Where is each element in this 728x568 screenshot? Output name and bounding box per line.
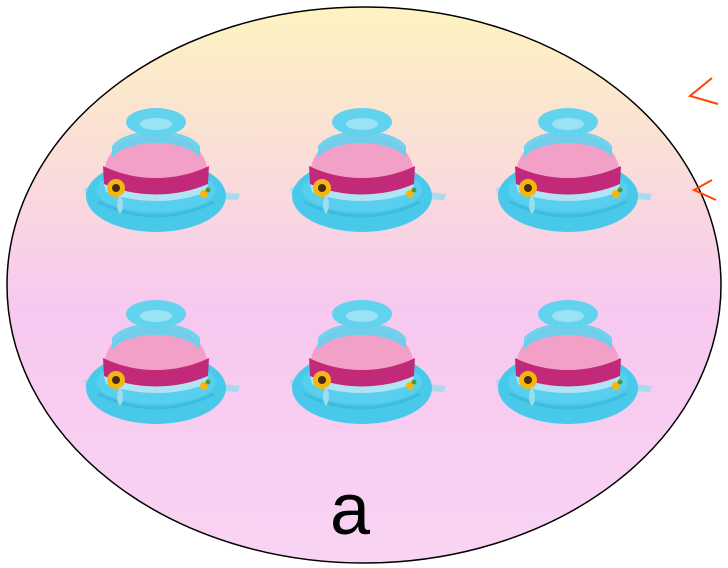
group-label: a: [329, 470, 371, 550]
spark-marks: [687, 77, 719, 201]
